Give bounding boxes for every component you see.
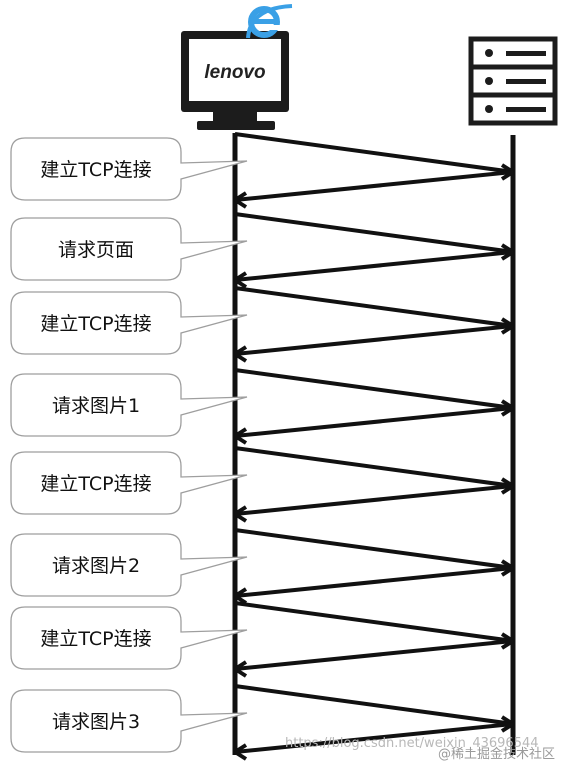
message-pair	[233, 286, 515, 363]
request-arrow	[234, 212, 514, 254]
computer-monitor-icon: lenovo	[181, 31, 289, 130]
step-label: 请求图片3	[52, 711, 140, 733]
callout-bubble	[10, 533, 248, 597]
arrowhead-left	[233, 743, 248, 761]
arrowhead-left	[233, 271, 248, 289]
response-arrow	[234, 250, 514, 282]
lenovo-brand-text: lenovo	[204, 62, 265, 83]
message-pair	[233, 132, 515, 209]
message-pair	[233, 368, 515, 445]
arrowhead-left	[233, 345, 248, 363]
message-pair	[233, 528, 515, 605]
step-callout: 建立TCP连接	[10, 137, 248, 201]
callout-bubble	[10, 451, 248, 515]
step-label: 建立TCP连接	[40, 159, 151, 181]
arrowhead-left	[233, 660, 248, 678]
request-arrow	[234, 601, 514, 643]
step-callout: 建立TCP连接	[10, 606, 248, 670]
message-pair	[233, 212, 515, 289]
request-arrow	[234, 684, 514, 726]
arrowhead-left	[233, 505, 248, 523]
response-arrow	[234, 406, 514, 438]
step-callout: 请求图片1	[10, 373, 248, 437]
callout-bubble	[10, 217, 248, 281]
step-callout: 建立TCP连接	[10, 451, 248, 515]
response-arrow	[234, 639, 514, 671]
callout-bubble	[10, 373, 248, 437]
request-arrow	[234, 132, 514, 174]
message-pair	[233, 601, 515, 678]
step-callout: 请求页面	[10, 217, 248, 281]
message-pair	[233, 684, 515, 761]
arrowhead-left	[233, 587, 248, 605]
callout-bubble	[10, 137, 248, 201]
arrowhead-left	[233, 191, 248, 209]
internet-explorer-icon	[246, 4, 293, 39]
step-callout: 建立TCP连接	[10, 291, 248, 355]
server-rack-icon	[468, 36, 558, 126]
step-label: 请求图片2	[52, 555, 140, 577]
response-arrow	[234, 484, 514, 516]
response-arrow	[234, 170, 514, 202]
response-arrow	[234, 324, 514, 356]
csdn-watermark: https://blog.csdn.net/weixin_43696544	[285, 736, 539, 751]
step-label: 建立TCP连接	[40, 313, 151, 335]
step-label: 请求页面	[58, 239, 134, 261]
request-arrow	[234, 368, 514, 410]
step-callout: 请求图片2	[10, 533, 248, 597]
juejin-watermark: @稀土掘金技术社区	[438, 746, 555, 762]
request-arrow	[234, 286, 514, 328]
step-label: 请求图片1	[52, 395, 140, 417]
callout-bubble	[10, 606, 248, 670]
response-arrow	[234, 722, 514, 754]
callout-bubble	[10, 291, 248, 355]
response-arrow	[234, 566, 514, 598]
request-arrow	[234, 446, 514, 488]
message-pair	[233, 446, 515, 523]
request-arrow	[234, 528, 514, 570]
message-arrows	[233, 132, 515, 761]
arrowhead-left	[233, 427, 248, 445]
step-callout: 请求图片3	[10, 689, 248, 753]
step-label: 建立TCP连接	[40, 473, 151, 495]
step-callouts: 建立TCP连接请求页面建立TCP连接请求图片1建立TCP连接请求图片2建立TCP…	[10, 137, 248, 753]
callout-bubble	[10, 689, 248, 753]
step-label: 建立TCP连接	[40, 628, 151, 650]
